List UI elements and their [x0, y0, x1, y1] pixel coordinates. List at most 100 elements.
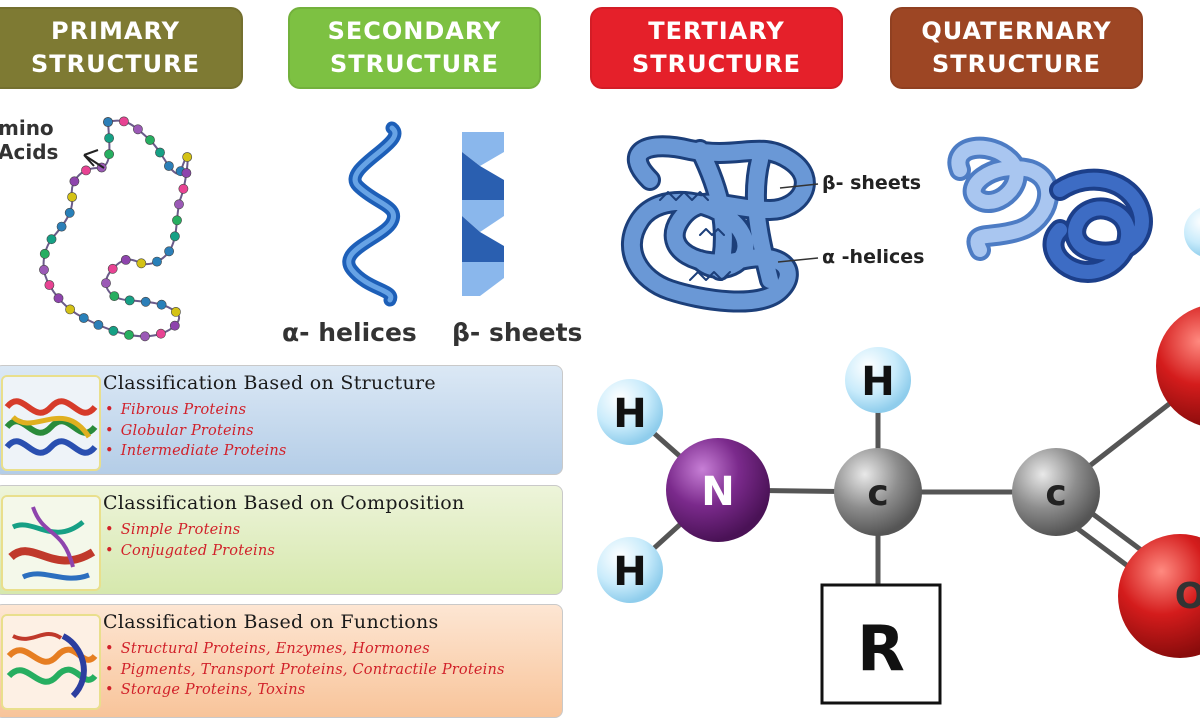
alpha-helices-callout: α -helices — [822, 246, 925, 268]
amino-acid-bead — [170, 306, 181, 317]
alpha-helix-graphic — [342, 121, 402, 307]
amino-acid-bead — [124, 329, 134, 340]
amino-acid-bead — [109, 291, 120, 301]
hydrogen-atom — [845, 347, 911, 413]
list-item: Simple Proteins — [105, 520, 275, 541]
header-line: STRUCTURE — [632, 50, 801, 78]
amino-acid-bead — [182, 152, 193, 162]
list-item: Conjugated Proteins — [105, 541, 275, 562]
primary-structure-header: PRIMARY STRUCTURE — [0, 7, 243, 89]
amino-acid-bead — [174, 199, 184, 210]
amino-acid-bead — [39, 248, 50, 259]
oxygen-atom-top — [1156, 306, 1200, 426]
alpha-carbon-atom — [834, 448, 922, 536]
amino-acid-bead — [140, 331, 150, 342]
header-line: STRUCTURE — [932, 50, 1101, 78]
amino-acid-bead — [172, 215, 182, 226]
amino-acid-bead — [169, 320, 180, 331]
pointer-arrow — [83, 149, 105, 169]
list-item: Globular Proteins — [105, 421, 287, 442]
beta-sheets-label: β- sheets — [452, 318, 583, 347]
r-group-label: R — [857, 612, 905, 685]
list-item: Structural Proteins, Enzymes, Hormones — [105, 639, 505, 660]
nitrogen-label: N — [701, 469, 734, 515]
quaternary-structure-header: QUATERNARY STRUCTURE — [890, 7, 1143, 89]
amino-acid-bead — [93, 319, 104, 330]
classification-functions-panel: Classification Based on Functions Struct… — [0, 604, 563, 718]
oxygen-label: O — [1175, 576, 1200, 617]
protein-composition-thumbnail — [1, 495, 101, 591]
amino-acid-bead — [65, 304, 75, 315]
protein-structure-thumbnail — [1, 375, 101, 471]
amino-acid-beads — [39, 116, 193, 342]
partial-sphere — [1184, 208, 1200, 256]
amino-acid-bead — [103, 117, 113, 127]
secondary-structure-header: SECONDARY STRUCTURE — [288, 7, 541, 89]
amino-acid-bead — [101, 278, 111, 288]
amino-acid-bead — [181, 168, 192, 178]
hydrogen-atom — [597, 537, 663, 603]
amino-acid-bead — [78, 313, 89, 323]
list-item: Fibrous Proteins — [105, 400, 287, 421]
amino-acid-bead — [107, 263, 118, 274]
hydrogen-label: H — [613, 549, 646, 595]
header-line: TERTIARY — [648, 17, 785, 45]
amino-acid-molecule: H H H N c c O R — [597, 306, 1200, 705]
header-line: STRUCTURE — [330, 50, 499, 78]
amino-acid-bead — [120, 254, 131, 265]
amino-acid-bead — [104, 133, 114, 143]
amino-acid-bead — [140, 296, 151, 307]
amino-acid-bead — [39, 264, 49, 275]
header-line: STRUCTURE — [31, 50, 200, 78]
amino-acid-bead — [53, 293, 64, 304]
amino-acid-bead — [119, 116, 129, 127]
classification-list: Simple Proteins Conjugated Proteins — [105, 520, 275, 561]
list-item: Storage Proteins, Toxins — [105, 680, 505, 701]
hydrogen-label: H — [613, 391, 646, 437]
panel-title: Classification Based on Structure — [103, 372, 436, 394]
r-group-box — [820, 583, 942, 705]
amino-acid-bead — [136, 258, 147, 269]
label-line: mino — [0, 116, 54, 140]
amino-acid-bead — [155, 328, 166, 339]
amino-acid-bead — [44, 280, 55, 290]
classification-list: Fibrous Proteins Globular Proteins Inter… — [105, 400, 287, 462]
classification-composition-panel: Classification Based on Composition Simp… — [0, 485, 563, 595]
header-line: QUATERNARY — [921, 17, 1112, 45]
amino-acid-bead — [67, 192, 77, 202]
amino-acid-bead — [64, 207, 75, 218]
tertiary-structure-header: TERTIARY STRUCTURE — [590, 7, 843, 89]
panel-title: Classification Based on Functions — [103, 611, 439, 633]
amino-acid-bead — [132, 124, 143, 135]
carbon-label: c — [867, 473, 888, 514]
nitrogen-atom — [666, 438, 770, 542]
classification-list: Structural Proteins, Enzymes, Hormones P… — [105, 639, 505, 701]
hydrogen-label: H — [861, 359, 894, 405]
oxygen-atom-bottom — [1118, 534, 1200, 658]
label-line: Acids — [0, 140, 59, 164]
amino-acid-bead — [169, 231, 180, 242]
protein-functions-thumbnail — [1, 614, 101, 710]
carboxyl-carbon-atom — [1012, 448, 1100, 536]
amino-acid-bead — [46, 234, 57, 245]
amino-acid-bead — [178, 183, 189, 194]
beta-sheets-callout: β- sheets — [822, 172, 922, 194]
quaternary-structure-graphic — [947, 136, 1153, 283]
amino-acid-bead — [108, 325, 119, 336]
tertiary-structure-graphic — [620, 135, 816, 313]
alpha-helices-label: α- helices — [282, 318, 417, 347]
amino-acid-bead — [155, 147, 165, 158]
amino-acid-bead — [104, 149, 114, 160]
panel-title: Classification Based on Composition — [103, 492, 465, 514]
hydrogen-atom — [597, 379, 663, 445]
amino-acid-bead — [124, 295, 135, 306]
amino-acid-bead — [156, 299, 167, 310]
amino-acid-bead — [145, 135, 155, 145]
list-item: Pigments, Transport Proteins, Contractil… — [105, 660, 505, 681]
amino-acid-bead — [163, 161, 174, 171]
amino-acid-bead — [81, 165, 91, 176]
amino-acid-bead — [56, 221, 67, 232]
header-line: SECONDARY — [327, 17, 502, 45]
header-line: PRIMARY — [50, 17, 180, 45]
